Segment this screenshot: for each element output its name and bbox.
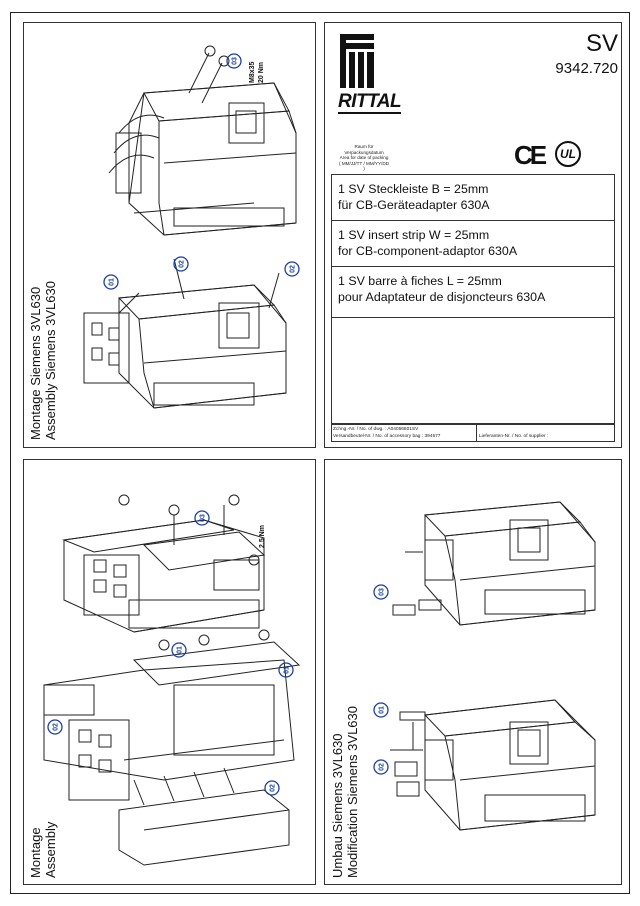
product-code: SV: [585, 30, 618, 57]
callout-03: 03: [232, 57, 239, 65]
callout-02: 02: [379, 763, 386, 771]
callout-01: 01: [284, 666, 291, 674]
modification-drawing-3vl630: 03 01 02: [373, 501, 596, 831]
panel-assembly-3vl630: [23, 22, 316, 448]
title-de: Montage Siemens 3VL630: [28, 286, 43, 440]
sheet-frame: [10, 12, 630, 894]
description-en: 1 SV insert strip W = 25mm for CB-compon…: [331, 220, 615, 266]
bolt-spec: M8x35: [249, 61, 256, 83]
rittal-logo-bars: [340, 34, 374, 88]
callout-01: 01: [379, 706, 386, 714]
panel-title-assembly-3vl630: Montage Siemens 3VL630 Assembly Siemens …: [28, 281, 58, 440]
packing-date-note: Raum für Verpackungsdatum Area for date …: [339, 144, 389, 171]
callout-03: 03: [200, 514, 207, 522]
drawing-number: Zchng.-Nr. / No. of dwg. : A04056601SV: [333, 427, 419, 432]
accessory-bag-number: Versandbeutel-Nr. / No. of accessory bag…: [333, 434, 441, 439]
panel-title-assembly: Montage Assembly: [28, 822, 58, 878]
assembly-drawing-3vl630: 03 01 02 02 M8x35 20 Nm: [83, 45, 300, 409]
panel-modification-3vl630: [324, 459, 622, 885]
callout-02: 02: [179, 260, 186, 268]
title-en: Assembly Siemens 3VL630: [43, 281, 58, 440]
title-en: Modification Siemens 3VL630: [345, 706, 360, 878]
panel-assembly: [23, 459, 316, 885]
assembly-drawing: 03 01 01 02 02 2.5 Nm: [43, 494, 301, 866]
torque-value: 2.5 Nm: [259, 525, 266, 548]
panel-product-info: [324, 22, 622, 448]
footer-box: [331, 424, 615, 442]
description-table: [331, 174, 615, 424]
torque-spec: 20 Nm: [258, 62, 265, 83]
callout-02: 02: [290, 265, 297, 273]
title-de: Umbau Siemens 3VL630: [330, 733, 345, 878]
title-en: Assembly: [43, 821, 58, 878]
product-number: 9342.720: [555, 60, 618, 77]
title-de: Montage: [28, 827, 43, 878]
callout-02: 02: [270, 784, 277, 792]
callout-02: 02: [53, 723, 60, 731]
callout-01: 01: [109, 278, 116, 286]
supplier-number: Lieferanten-Nr. / No. of supplier :: [479, 434, 549, 439]
panel-title-modification-3vl630: Umbau Siemens 3VL630 Modification Siemen…: [330, 706, 360, 878]
ul-mark: UL: [555, 141, 581, 167]
callout-03: 03: [379, 588, 386, 596]
description-fr: 1 SV barre à fiches L = 25mm pour Adapta…: [331, 266, 615, 318]
rittal-logo: RITTAL: [338, 91, 402, 114]
callout-01: 01: [177, 646, 184, 654]
ce-mark: CE: [514, 140, 547, 170]
